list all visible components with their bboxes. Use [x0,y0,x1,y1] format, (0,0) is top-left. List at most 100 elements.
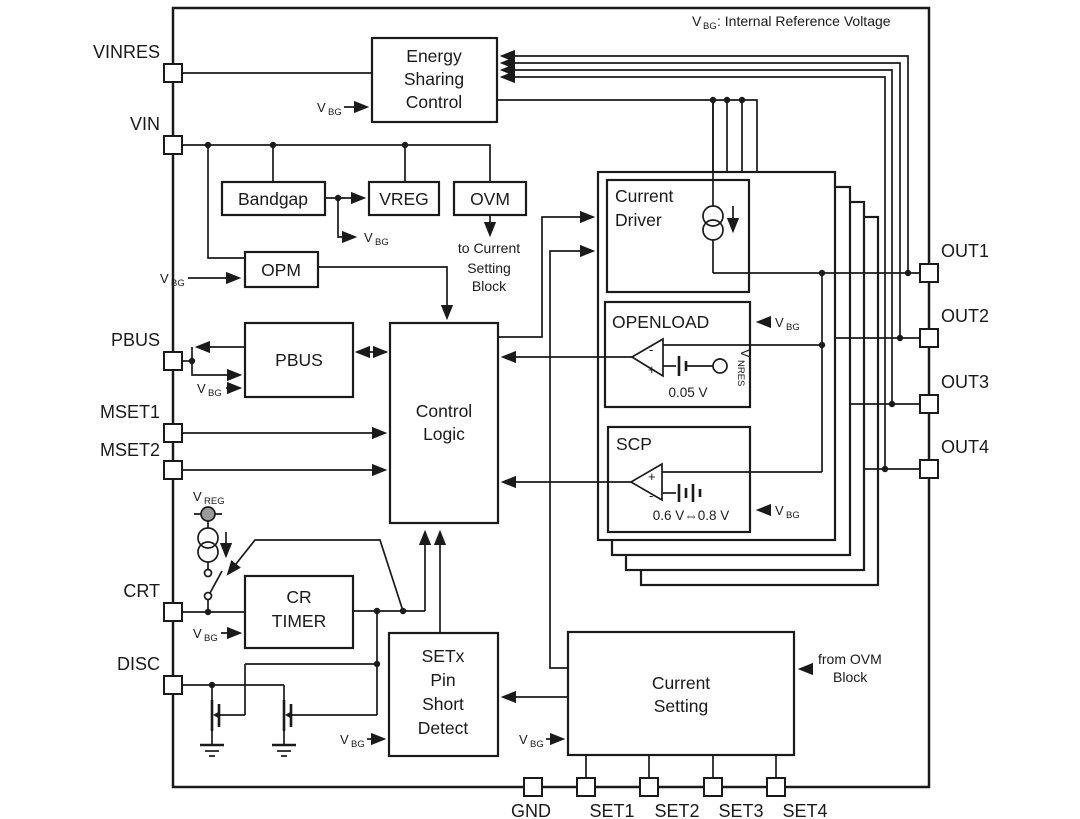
block-control-logic: Control Logic [388,321,500,525]
svg-text:BG: BG [328,107,342,118]
label-vbg-setx: V BG [340,732,387,750]
pin-pbus: PBUS [111,330,183,371]
svg-text:: Internal Reference Voltage: : Internal Reference Voltage [717,13,891,29]
pin-crt: CRT [123,581,183,622]
wire-out-lines [713,269,920,472]
comparator-icon: - + [630,337,664,378]
svg-text:to Current: to Current [458,240,520,256]
svg-text:BG: BG [530,739,544,750]
wire-crt [182,529,432,615]
svg-text:Setting: Setting [654,696,708,716]
svg-text:PBUS: PBUS [275,350,323,370]
svg-text:OPENLOAD: OPENLOAD [612,312,709,332]
svg-text:Energy: Energy [406,46,462,66]
svg-text:NRES: NRES [735,360,746,386]
vnres-label: V NRES [735,349,753,386]
svg-text:BG: BG [351,739,365,750]
vreg-label: V REG [193,489,225,507]
comparator-icon: + - [629,462,663,503]
svg-text:BG: BG [375,237,389,248]
block-ovm: OVM [452,180,528,217]
annotation-to-current-setting: to Current Setting Block [458,240,520,294]
svg-text:Current: Current [652,673,710,693]
svg-text:TIMER: TIMER [272,611,326,631]
switch-icon [203,568,223,601]
svg-text:CR: CR [286,587,311,607]
scp-threshold: 0.6 V⇔0.8 V [653,508,730,523]
svg-text:V: V [193,626,202,641]
svg-text:Sharing: Sharing [404,69,464,89]
pin-label: OUT2 [941,306,989,326]
label-vbg-bandgap-branch: V BG [364,230,389,248]
svg-text:-: - [649,342,653,357]
svg-text:V: V [519,732,528,747]
block-cr-timer: CR TIMER [243,574,355,650]
switch-control-wire [226,539,404,612]
svg-text:Detect: Detect [418,718,469,738]
pin-label: MSET1 [100,402,160,422]
pin-label: CRT [123,581,160,601]
svg-text:V: V [692,13,702,29]
wire-control-logic-to-driver [498,210,596,338]
pin-label: OUT3 [941,372,989,392]
svg-text:BG: BG [703,21,717,32]
pin-label: MSET2 [100,440,160,460]
wire-current-setting-to-driver [549,244,596,669]
svg-text:V: V [317,100,326,115]
svg-text:+: + [648,469,656,484]
svg-text:V: V [364,230,373,245]
pin-label: SET2 [654,801,699,819]
pin-set2: SET2 [639,777,700,819]
svg-text:Logic: Logic [423,424,465,444]
wire-vin-distribution [182,141,491,259]
pin-vin: VIN [130,114,183,155]
block-pbus: PBUS [243,321,355,399]
svg-text:OVM: OVM [470,189,510,209]
annotation-from-ovm: from OVM Block [797,651,882,685]
svg-text:+: + [648,362,656,377]
svg-text:-: - [649,488,653,503]
vreg-terminal-icon [200,506,216,522]
label-vbg-pbus: V BG [197,381,222,399]
svg-text:Control: Control [406,92,462,112]
pin-mset2: MSET2 [100,440,183,480]
label-vbg-crtimer: V BG [193,626,243,644]
svg-text:Driver: Driver [615,210,662,230]
svg-text:V: V [193,489,202,504]
label-vbg-openload: V BG [755,315,800,333]
pin-out4: OUT4 [919,437,989,479]
nmos-transistor-2-icon [272,685,377,757]
battery-icon [677,484,702,502]
svg-text:BG: BG [786,322,800,333]
svg-text:V: V [775,315,784,330]
svg-text:Pin: Pin [430,670,455,690]
note-internal-reference-voltage: V BG : Internal Reference Voltage [692,13,891,32]
pin-label: DISC [117,654,160,674]
svg-text:Current: Current [615,186,673,206]
wire-mset [182,426,388,477]
block-scp: SCP + - 0.6 V⇔0.8 V [500,425,822,534]
svg-text:Block: Block [833,669,868,685]
label-vbg-esc: V BG [317,100,370,118]
current-source-icon [702,100,740,273]
svg-text:V: V [775,503,784,518]
svg-text:Short: Short [422,694,464,714]
wire-disc [182,611,381,715]
pin-disc: DISC [117,654,183,695]
pin-set3: SET3 [703,777,764,819]
wire-pbus [182,340,389,395]
svg-text:SETx: SETx [422,646,465,666]
svg-text:V: V [340,732,349,747]
svg-text:REG: REG [204,496,225,507]
svg-text:Block: Block [472,278,507,294]
block-openload: OPENLOAD - + V NRES 0.05 V [500,300,822,409]
svg-text:V: V [738,349,753,358]
pin-out2: OUT2 [919,306,989,348]
pin-set1: SET1 [576,777,635,819]
svg-text:V: V [197,381,206,396]
block-setx-pin-short-detect: SETx Pin Short Detect [387,631,500,758]
block-current-driver: Current Driver [605,100,751,294]
pin-set4: SET4 [766,777,828,819]
